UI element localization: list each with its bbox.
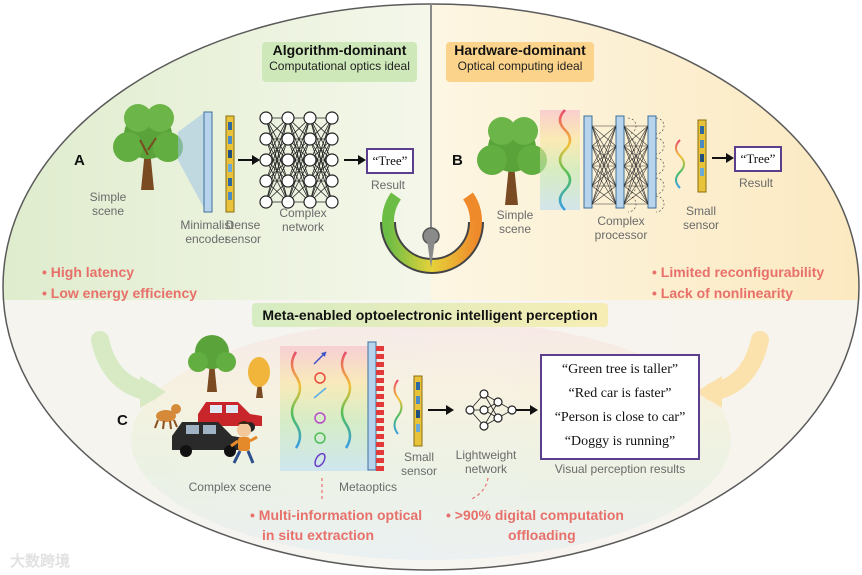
result-box-a: “Tree” (366, 148, 414, 174)
tree-icon (248, 357, 270, 398)
sensor-icon (225, 115, 235, 213)
polarization-icons (313, 351, 327, 468)
wave-icon (290, 351, 302, 449)
wave-icon (340, 351, 352, 449)
panel-label-c: C (117, 412, 128, 429)
hardware-subtitle: Optical computing ideal (457, 59, 583, 73)
label-complex-scene: Complex scene (188, 480, 272, 494)
label-metaoptics: Metaoptics (338, 480, 398, 494)
label-result-b: Result (738, 176, 773, 190)
perception-result: “Person is close to car” (554, 410, 686, 425)
perception-result: “Red car is faster” (568, 386, 672, 401)
panel-label-b: B (452, 152, 463, 169)
metaoptics-icon (367, 341, 384, 471)
tree-icon (188, 335, 236, 392)
car-icon (172, 422, 244, 457)
wave-icon (675, 139, 685, 189)
algorithm-subtitle: Computational optics ideal (269, 59, 410, 73)
algorithm-banner: Algorithm-dominant Computational optics … (262, 42, 417, 82)
watermark: 大数跨境 (10, 553, 71, 570)
dog-icon (154, 404, 181, 430)
person-icon (230, 421, 258, 464)
wave-icon (393, 379, 403, 435)
bullet-high-latency: • High latency (42, 264, 135, 280)
label-visual-perception: Visual perception results (554, 462, 686, 476)
bullet-reconfigurability: • Limited reconfigurability (652, 264, 825, 280)
meta-title: Meta-enabled optoelectronic intelligent … (262, 307, 598, 323)
hardware-banner: Hardware-dominant Optical computing idea… (446, 42, 594, 82)
sensor-icon (413, 375, 423, 447)
bullet-multi-info-2: in situ extraction (262, 527, 375, 543)
tree-icon (113, 104, 183, 190)
result-box-b: “Tree” (734, 146, 782, 172)
bullet-nonlinearity: • Lack of nonlinearity (652, 285, 794, 301)
light-cone (178, 112, 205, 210)
bullet-offloading-1: • >90% digital computation (446, 507, 624, 523)
label-result-a: Result (370, 178, 405, 192)
network-icon (465, 389, 517, 431)
gauge-icon (380, 192, 484, 274)
callout-line (469, 477, 489, 501)
sensor-icon (697, 119, 707, 193)
perception-result: “Doggy is running” (564, 434, 676, 449)
hardware-title: Hardware-dominant (454, 42, 586, 58)
perception-results-box: “Green tree is taller” “Red car is faste… (540, 354, 700, 460)
panel-label-a: A (74, 152, 85, 169)
wave-icon (558, 109, 572, 211)
tree-icon (477, 117, 547, 205)
meta-banner: Meta-enabled optoelectronic intelligent … (252, 303, 608, 327)
algorithm-title: Algorithm-dominant (272, 42, 407, 58)
bullet-multi-info-1: • Multi-information optical (250, 507, 423, 523)
encoder-icon (203, 111, 213, 213)
bullet-offloading-2: offloading (508, 527, 576, 543)
bullet-low-energy: • Low energy efficiency (42, 285, 198, 301)
processor-icon (583, 115, 665, 213)
perception-result: “Green tree is taller” (561, 362, 679, 377)
network-icon (259, 111, 339, 209)
